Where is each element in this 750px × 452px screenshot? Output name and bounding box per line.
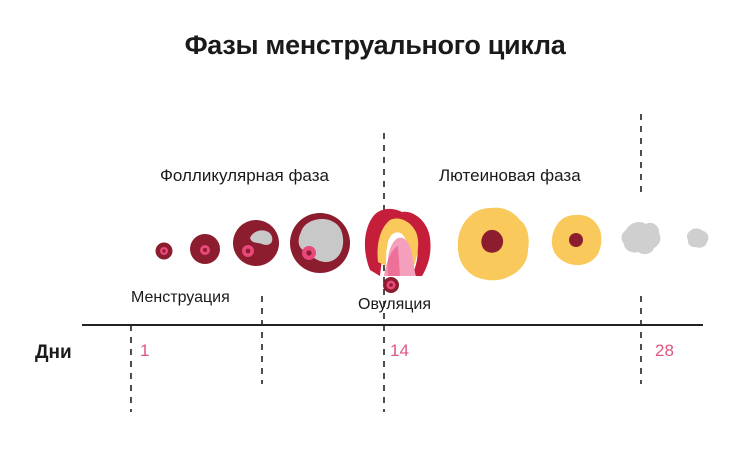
mature-follicle-icon — [290, 213, 350, 273]
day-number-28: 28 — [655, 341, 674, 360]
page-title: Фазы менструального цикла — [184, 30, 566, 60]
primary-follicle-icon — [190, 234, 220, 264]
corpus-luteum-small-icon — [551, 214, 602, 266]
follicular-phase-label: Фолликулярная фаза — [160, 166, 329, 185]
day-number-1: 1 — [140, 341, 150, 360]
corpus-luteum-large-icon — [457, 207, 529, 281]
luteal-phase-label: Лютеиновая фаза — [439, 166, 581, 185]
released-oocyte-icon — [383, 277, 399, 293]
days-label: Дни — [35, 342, 72, 363]
ovulating-follicle-icon — [364, 208, 431, 276]
menstruation-label: Менструация — [131, 289, 230, 306]
secondary-follicle-icon — [233, 220, 279, 266]
primordial-follicle-icon — [155, 242, 173, 260]
ovulation-label: Овуляция — [358, 296, 432, 313]
corpus-albicans-large-icon — [621, 222, 661, 255]
day-number-14: 14 — [390, 341, 409, 360]
corpus-albicans-small-icon — [686, 228, 709, 248]
